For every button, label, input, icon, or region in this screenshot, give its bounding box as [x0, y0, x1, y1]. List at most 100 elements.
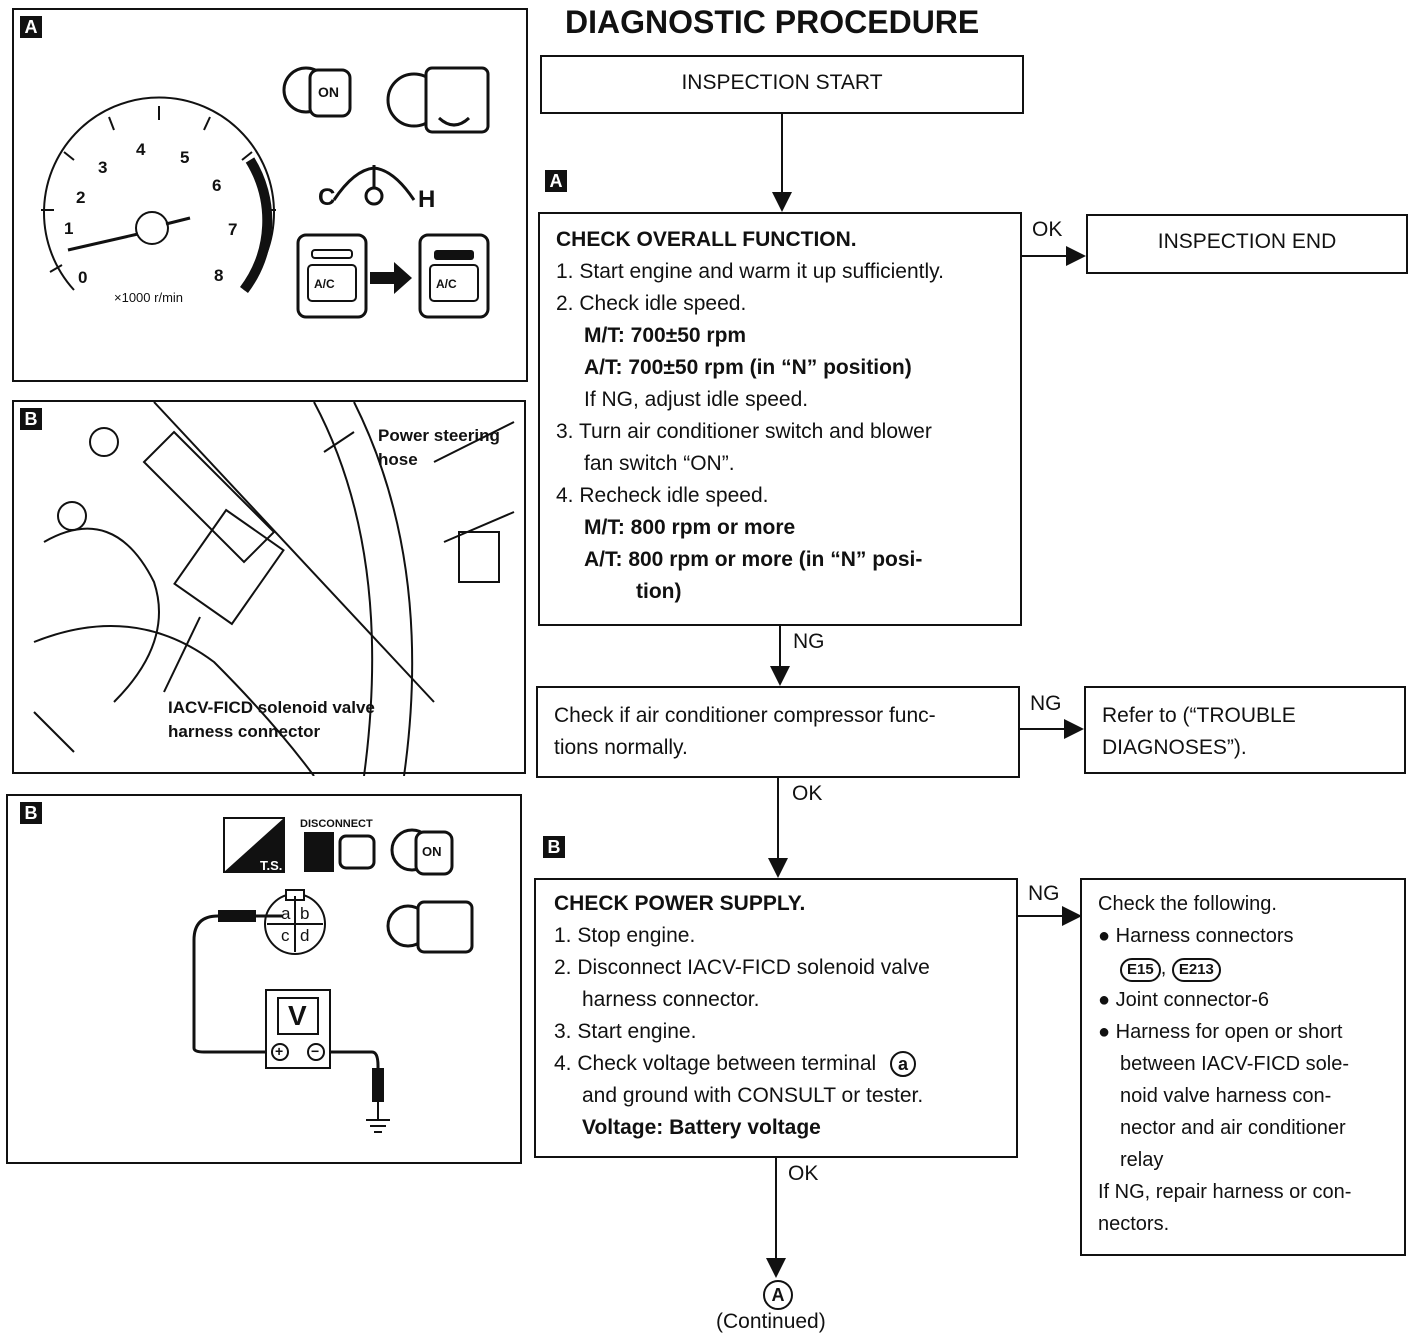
pin-label: c — [281, 926, 290, 945]
callout-solenoid: harness connector — [168, 722, 321, 741]
tick-label: 8 — [214, 266, 224, 285]
arrow-right-icon — [370, 262, 412, 294]
meter-minus: − — [311, 1043, 320, 1059]
step-a-line: fan switch “ON”. — [584, 452, 735, 475]
step-a-tag: A — [545, 170, 567, 192]
tick-label: 2 — [76, 188, 86, 207]
check-following-line: relay — [1120, 1149, 1164, 1171]
refer-line: DIAGNOSES”). — [1102, 736, 1247, 759]
tick-label: 3 — [98, 158, 108, 177]
callout-power-steering: Power steering — [378, 426, 500, 445]
bullet-icon: ● — [1098, 925, 1116, 947]
tick-label: 7 — [228, 220, 238, 239]
meter-plus: + — [275, 1043, 284, 1059]
check-following-box: Check the following. ● Harness connector… — [1080, 878, 1406, 1256]
edge-label-ng: NG — [1028, 882, 1060, 905]
refer-line: Refer to (“TROUBLE — [1102, 704, 1296, 727]
step-b-tag: B — [543, 836, 565, 858]
ignition-key-icon — [390, 828, 454, 876]
step-a-box: CHECK OVERALL FUNCTION. 1. Start engine … — [538, 212, 1022, 626]
check-following-line: nector and air conditioner — [1120, 1117, 1346, 1139]
compressor-line: tions normally. — [554, 736, 688, 759]
bullet-icon: ● — [1098, 989, 1116, 1011]
engine-bay-illustration — [33, 402, 515, 776]
check-following-line: nectors. — [1098, 1213, 1170, 1235]
tick-label: 1 — [64, 219, 74, 238]
tick-label: 0 — [78, 268, 88, 287]
step-a-spec: tion) — [636, 580, 682, 603]
tick-label: 5 — [180, 148, 190, 167]
edge-label-ok: OK — [1032, 218, 1063, 241]
step-b-line: 1. Stop engine. — [554, 924, 696, 947]
edge-label-ng: NG — [793, 630, 825, 653]
harness-connector-icon — [264, 889, 326, 955]
callout-power-steering: hose — [378, 450, 418, 469]
edge-label-ok: OK — [788, 1162, 819, 1185]
page-title: DIAGNOSTIC PROCEDURE — [565, 4, 980, 40]
tick-label: 6 — [212, 176, 222, 195]
step-b-heading: CHECK POWER SUPPLY. — [554, 892, 806, 915]
callout-solenoid: IACV-FICD solenoid valve — [168, 698, 375, 717]
connector-badge: E213 — [1171, 958, 1221, 982]
engine-icon — [386, 66, 490, 134]
pin-label: d — [300, 926, 310, 945]
check-following-line: Harness for open or short — [1115, 1021, 1343, 1043]
voltage-test-illustration — [192, 817, 474, 1133]
continued-label: (Continued) — [716, 1310, 826, 1333]
ac-button-on-icon — [418, 233, 490, 319]
step-b-line: 2. Disconnect IACV-FICD solenoid valve — [554, 956, 930, 979]
step-b-spec: Voltage: Battery voltage — [582, 1116, 821, 1139]
temp-c-label: C — [318, 184, 336, 211]
tick-label: 4 — [136, 140, 146, 159]
inspection-start-label: INSPECTION START — [681, 71, 883, 94]
pin-label: a — [281, 904, 291, 923]
terminal-a-marker: a — [890, 1051, 917, 1077]
ts-label: T.S. — [260, 858, 283, 873]
ac-button-off-icon — [296, 233, 368, 319]
ac-label: A/C — [436, 277, 457, 291]
step-b-line: 3. Start engine. — [554, 1020, 697, 1043]
connector-badge: E15 — [1120, 958, 1161, 982]
voltmeter-icon — [265, 989, 331, 1069]
engine-icon — [386, 900, 474, 954]
inspection-start-box: INSPECTION START — [540, 55, 1024, 114]
tachometer-illustration — [41, 66, 490, 319]
check-following-line: Harness connectors — [1115, 925, 1294, 947]
bullet-icon: ● — [1098, 1021, 1116, 1043]
step-a-spec: A/T: 700±50 rpm (in “N” position) — [584, 356, 912, 379]
step-a-line: If NG, adjust idle speed. — [584, 388, 809, 411]
step-a-line: 1. Start engine and warm it up sufficien… — [556, 260, 944, 283]
step-a-heading: CHECK OVERALL FUNCTION. — [556, 228, 857, 251]
key-on-label: ON — [422, 844, 442, 859]
check-following-line: noid valve harness con- — [1120, 1085, 1332, 1107]
step-b-box: CHECK POWER SUPPLY. 1. Stop engine. 2. D… — [534, 878, 1018, 1158]
compressor-line: Check if air conditioner compressor func… — [554, 704, 936, 727]
temp-h-label: H — [418, 186, 436, 213]
disconnect-connector-icon — [304, 832, 376, 872]
step-b-line: and ground with CONSULT or tester. — [582, 1084, 924, 1107]
key-on-label: ON — [318, 84, 339, 100]
step-b-line: harness connector. — [582, 988, 760, 1011]
step-a-line: 4. Recheck idle speed. — [556, 484, 769, 507]
step-a-spec: M/T: 800 rpm or more — [584, 516, 796, 539]
figure-b-test: B — [6, 794, 522, 1164]
continued-marker: A — [763, 1280, 793, 1310]
inspection-end-box: INSPECTION END — [1086, 214, 1408, 274]
refer-box: Refer to (“TROUBLE DIAGNOSES”). — [1084, 686, 1406, 774]
connector-separator: , — [1160, 957, 1167, 979]
figure-b-location: B Power steering hose IACV-FICD solenoid… — [12, 400, 526, 776]
figure-b-location-tag: B — [20, 408, 42, 430]
figure-b-test-tag: B — [20, 802, 42, 824]
tach-unit: ×1000 r/min — [114, 290, 184, 305]
ac-label: A/C — [314, 277, 335, 291]
figure-a-tag: A — [20, 16, 42, 38]
edge-label-ok: OK — [792, 782, 823, 805]
meter-label: V — [288, 1000, 307, 1031]
inspection-end-label: INSPECTION END — [1157, 230, 1337, 253]
check-following-line: Check the following. — [1098, 893, 1277, 915]
step-a-spec: M/T: 700±50 rpm — [584, 324, 747, 347]
check-following-line: between IACV-FICD sole- — [1120, 1053, 1349, 1075]
ignition-key-icon — [282, 66, 352, 118]
check-following-line: If NG, repair harness or con- — [1098, 1181, 1352, 1203]
